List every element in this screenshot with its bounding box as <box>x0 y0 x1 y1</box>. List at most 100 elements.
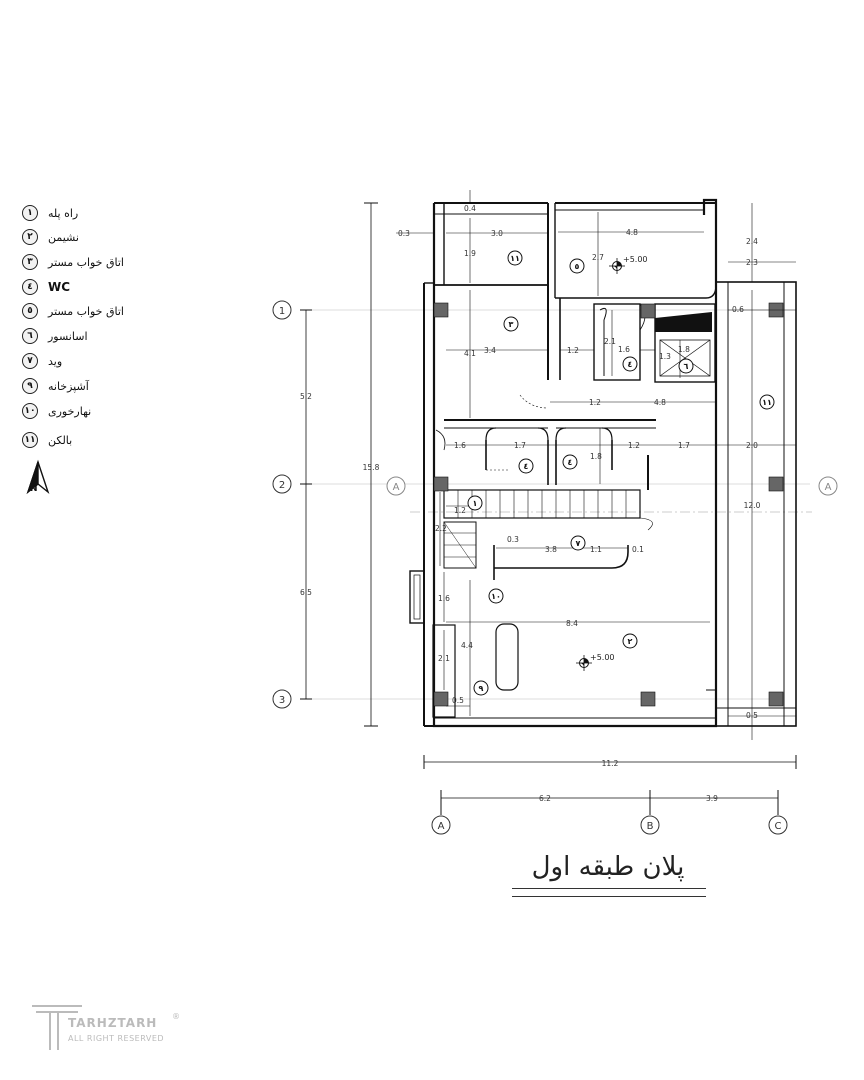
dim-text: 1.3 <box>659 352 671 361</box>
dim-text: 3.8 <box>545 545 557 554</box>
elevator-core <box>654 303 716 383</box>
grid-bubble-row-1 <box>272 300 292 320</box>
balcony-east <box>715 281 797 727</box>
dim-text: 1.1 <box>590 545 602 554</box>
dim-text: 2.2 <box>435 524 447 533</box>
section-bubble-right <box>818 476 838 496</box>
kitchen-counter <box>432 624 456 718</box>
dim-text: 0.5 <box>746 711 758 720</box>
dim-text: 1.7 <box>678 441 690 450</box>
legend-label: راه پله <box>48 206 79 220</box>
legend-label: نشیمن <box>48 230 79 244</box>
legend-item: ١٠ نهارخوری <box>22 402 91 420</box>
brand-name: TARHZTARH <box>68 1016 158 1030</box>
dim-text: 4.8 <box>654 398 666 407</box>
dim-text: 6.5 <box>300 588 312 597</box>
brand-subtitle: ALL RIGHT RESERVED <box>68 1034 165 1043</box>
room-label-dining: ١٠ <box>491 592 501 601</box>
dim-text: 3.9 <box>706 794 718 803</box>
window-bay <box>409 570 425 624</box>
legend-number: ٩ <box>22 378 38 394</box>
dim-text: 1.6 <box>618 345 630 354</box>
legend-item: ٧ وید <box>22 352 62 370</box>
legend-number: ٢ <box>22 229 38 245</box>
room-label-wc-left: ٤ <box>524 462 529 471</box>
legend-item: ٦ اسانسور <box>22 327 88 345</box>
section-label-right: A <box>825 482 832 493</box>
dim-text: 0.4 <box>464 204 476 213</box>
legend-label: اتاق خواب مستر <box>48 255 124 269</box>
dim-text: 0.3 <box>398 229 410 238</box>
section-label-left: A <box>393 482 400 493</box>
level-text-lower: +5.00 <box>590 653 615 662</box>
room-label-balcony-north: ١١ <box>510 254 520 263</box>
dim-text: 1.7 <box>514 441 526 450</box>
grid-bubble-row-2 <box>272 474 292 494</box>
dim-text: 2.7 <box>592 253 604 262</box>
room-label-wc-right: ٤ <box>568 458 573 467</box>
legend-label: نهارخوری <box>48 404 92 418</box>
legend-item: ١١ بالکن <box>22 431 72 449</box>
legend-item: ٤ WC <box>22 278 70 296</box>
legend-item: ١ راه پله <box>22 204 78 222</box>
dim-text: 3.4 <box>484 346 496 355</box>
room-label-wc-upper: ٤ <box>628 360 633 369</box>
dim-text: 12.0 <box>744 501 761 510</box>
dim-text: 0.6 <box>732 305 744 314</box>
dim-text: 1.2 <box>567 346 579 355</box>
dim-text: 2.3 <box>746 258 758 267</box>
grid-bubble-col-a <box>431 815 451 835</box>
grid-label-row-2: 2 <box>279 480 285 491</box>
dim-text: 1.6 <box>454 441 466 450</box>
legend-label: اسانسور <box>48 329 88 343</box>
dim-text: 3.0 <box>491 229 503 238</box>
room-label-kitchen: ٩ <box>479 684 484 693</box>
legend-number: ١٠ <box>22 403 38 419</box>
grid-bubble-col-c <box>768 815 788 835</box>
legend-label: WC <box>48 280 71 294</box>
registered-mark: ® <box>172 1012 180 1021</box>
dim-text: 1.2 <box>454 506 466 515</box>
grid-label-row-3: 3 <box>279 695 285 706</box>
level-marker-upper <box>609 258 625 274</box>
dim-text: 0.5 <box>452 696 464 705</box>
room-label-living: ٢ <box>628 637 633 646</box>
wc-upper <box>593 303 641 381</box>
dim-text: 6.2 <box>539 794 551 803</box>
brand-logo-icon <box>32 1005 82 1050</box>
dim-text: 5.2 <box>300 392 312 401</box>
page-title: پلان طبقه اول <box>531 852 685 882</box>
legend-item: ٣ اتاق خواب مستر <box>22 253 124 271</box>
grid-label-row-1: 1 <box>279 306 285 317</box>
room-label-balcony-east: ١١ <box>762 398 772 407</box>
dining-table <box>495 623 519 691</box>
room-label-bedroom-5: ٥ <box>575 262 580 271</box>
legend-label: آشپزخانه <box>48 379 89 393</box>
brand-watermark: TARHZTARH ALL RIGHT RESERVED ® <box>30 1002 190 1052</box>
section-bubble-left <box>386 476 406 496</box>
room-label-elevator: ٦ <box>684 362 689 371</box>
dim-text: 15.8 <box>363 463 380 472</box>
dim-text: 1.8 <box>678 345 690 354</box>
title-underline <box>512 896 706 897</box>
legend-item: ٩ آشپزخانه <box>22 377 89 395</box>
dim-text: 1.2 <box>628 441 640 450</box>
dim-text: 4.4 <box>461 641 473 650</box>
dim-text: 8.4 <box>566 619 578 628</box>
dim-text: 1.8 <box>590 452 602 461</box>
dim-text: 0.3 <box>507 535 519 544</box>
title-underline <box>512 888 706 889</box>
level-text-upper: +5.00 <box>623 255 648 264</box>
room-label-bedroom-3: ٣ <box>509 320 514 329</box>
grid-bubble-col-b <box>640 815 660 835</box>
legend-number: ٥ <box>22 303 38 319</box>
north-label: N <box>30 484 38 494</box>
dim-text: 1.9 <box>464 249 476 258</box>
grid-label-col-b: B <box>647 821 654 832</box>
level-marker-lower <box>576 655 592 671</box>
legend-number: ٦ <box>22 328 38 344</box>
dim-text: 2.4 <box>746 237 758 246</box>
legend-item: ٥ اتاق خواب مستر <box>22 302 124 320</box>
legend-number: ٣ <box>22 254 38 270</box>
